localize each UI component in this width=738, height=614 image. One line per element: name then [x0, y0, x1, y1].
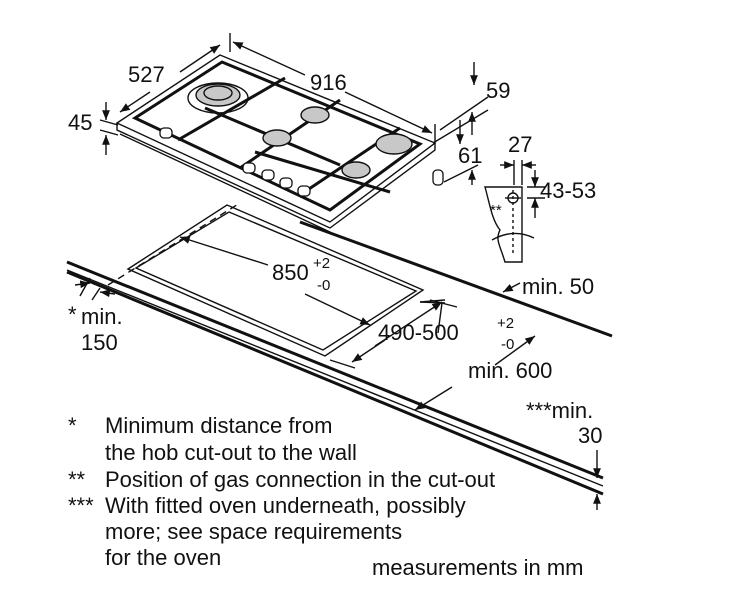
legend-marker: *** — [68, 493, 94, 518]
legend-line: the hob cut-out to the wall — [105, 440, 357, 465]
dim-cutout-depth: 490-500 — [378, 320, 459, 345]
dim-height-left: 45 — [68, 110, 92, 135]
dim-wall-star: * — [68, 302, 77, 327]
gas-connection-detail — [484, 160, 545, 263]
dim-height-right-top: 59 — [486, 78, 510, 103]
dim-gas-height: 43-53 — [540, 178, 596, 203]
legend-line: Minimum distance from — [105, 413, 332, 438]
burners — [187, 82, 413, 179]
dim-height-right-bottom: 61 — [458, 143, 482, 168]
dim-oven-min: ***min. — [526, 398, 593, 423]
legend-line: more; see space requirements — [105, 519, 402, 544]
dimension-lines — [74, 33, 601, 510]
dim-wall-value: 150 — [81, 330, 118, 355]
dim-depth: 527 — [128, 62, 165, 87]
knobs — [159, 127, 444, 197]
dim-gas-offset: 27 — [508, 132, 532, 157]
dim-back-min: min. 50 — [522, 274, 594, 299]
legend-marker: ** — [68, 467, 86, 492]
legend-line: for the oven — [105, 545, 221, 570]
dim-cutout-width: 850 — [272, 260, 309, 285]
dim-cutout-depth-tol-minus: -0 — [501, 336, 514, 353]
dim-width: 916 — [310, 70, 347, 95]
hob — [115, 54, 444, 233]
legend-line: Position of gas connection in the cut-ou… — [105, 467, 495, 492]
gas-marker: ** — [490, 202, 502, 219]
dim-cutout-width-tol-plus: +2 — [313, 255, 330, 272]
legend: * Minimum distance from the hob cut-out … — [68, 413, 495, 570]
legend-marker: * — [68, 413, 77, 438]
legend-line: With fitted oven underneath, possibly — [105, 493, 466, 518]
dim-worktop-min: min. 600 — [468, 358, 552, 383]
dim-oven-value: 30 — [578, 423, 602, 448]
cutout — [126, 204, 425, 357]
worktop — [66, 202, 613, 496]
units-note: measurements in mm — [372, 555, 584, 580]
dim-cutout-depth-tol-plus: +2 — [497, 315, 514, 332]
dim-wall-min: min. — [81, 304, 123, 329]
dim-cutout-width-tol-minus: -0 — [317, 277, 330, 294]
